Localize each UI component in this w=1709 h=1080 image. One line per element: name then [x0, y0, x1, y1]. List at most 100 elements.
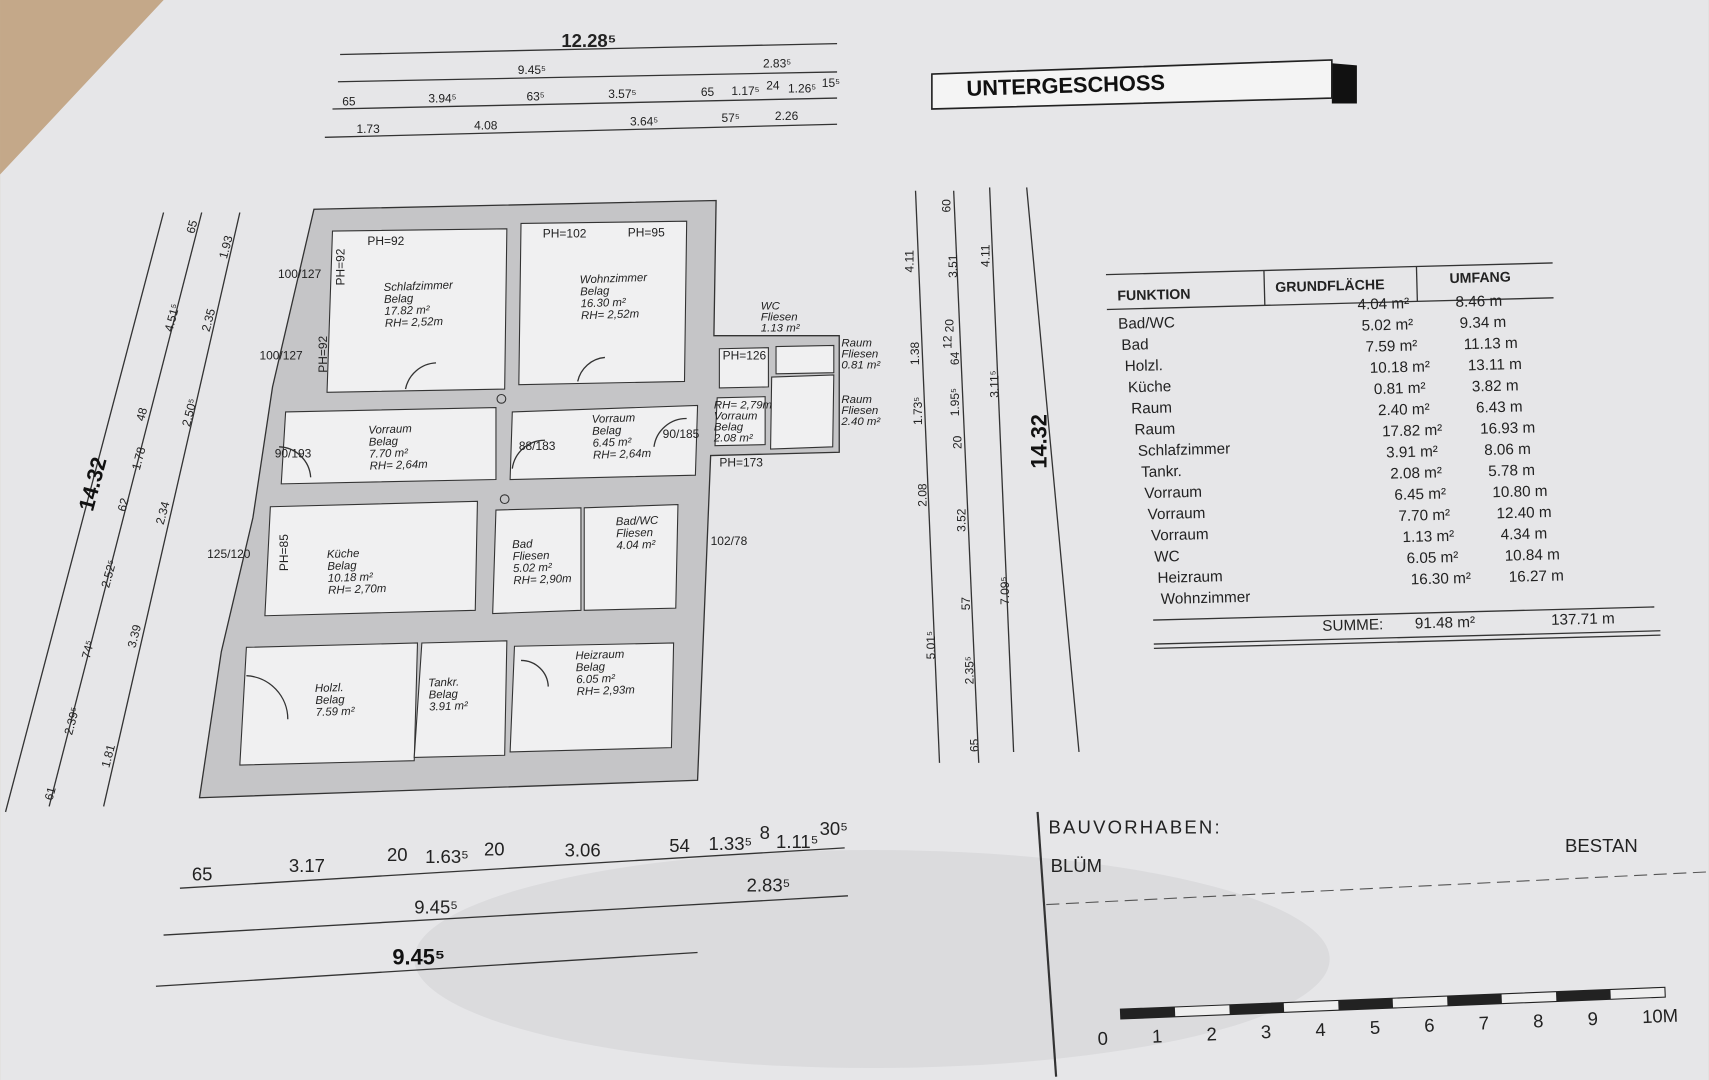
opening-label: 125/120: [207, 547, 251, 561]
room-name: Wohnzimmer: [580, 272, 649, 286]
status-label: BESTAN: [1565, 835, 1638, 856]
right-dimensions: 4.11 1.38 1.73⁵ 2.08 5.01⁵ 65 60 3.51 12…: [902, 187, 1080, 763]
dim: 65: [968, 738, 982, 752]
sheet-title: UNTERGESCHOSS: [966, 70, 1165, 101]
opening-label: PH=173: [719, 455, 763, 469]
dim: 3.11⁵: [987, 370, 1001, 397]
room-height: RH= 2,90m: [513, 573, 572, 587]
opening-label: 100/127: [259, 349, 303, 363]
dim: 1.81: [98, 743, 118, 769]
table-cell-perimeter: 10.80 m: [1492, 483, 1548, 501]
dim: 20: [943, 319, 957, 333]
dim: 65: [701, 85, 715, 99]
table-cell-perimeter: 12.40 m: [1496, 504, 1552, 522]
scale-label: 7: [1478, 1012, 1489, 1033]
dim-top-total: 12.28⁵: [561, 30, 616, 51]
table-cell-function: Vorraum: [1151, 526, 1209, 545]
opening-label: PH=95: [628, 225, 665, 239]
room-height: RH= 2,52m: [385, 316, 444, 330]
room-finish: Belag: [369, 436, 399, 449]
table-header: FUNKTION: [1117, 287, 1191, 305]
dim: 4.08: [474, 119, 498, 133]
opening-label: PH=92: [316, 335, 330, 372]
table-cell-function: Bad: [1121, 336, 1149, 354]
room-area: 5.02 m²: [513, 562, 553, 575]
table-cell-area: 1.13 m²: [1402, 528, 1454, 546]
dim: 2.26: [775, 109, 799, 123]
scale-label: 3: [1261, 1021, 1272, 1042]
dim: 3.17: [289, 855, 325, 876]
sheet-title-box: UNTERGESCHOSS: [931, 59, 1357, 110]
table-surface: [0, 0, 164, 175]
area-table: FUNKTION GRUNDFLÄCHE UMFANG Bad/WC4.04 m…: [1105, 262, 1661, 650]
dim: 4.11: [902, 250, 916, 273]
top-dimensions: 12.28⁵ 9.45⁵ 2.83⁵ 65 3.94⁵ 63⁵ 3.57⁵ 65…: [324, 30, 840, 138]
room-finish: Belag: [428, 689, 458, 702]
table-cell-area: 17.82 m²: [1382, 422, 1443, 441]
project-name: BLÜM: [1051, 855, 1102, 876]
dim: 74⁵: [79, 639, 97, 660]
table-cell-area: 7.59 m²: [1365, 337, 1417, 355]
opening-label: 90/193: [275, 447, 312, 461]
table-cell-function: Holzl.: [1125, 357, 1164, 375]
room-name: Vorraum: [368, 423, 412, 437]
scale-label: 2: [1206, 1023, 1217, 1044]
room-finish: Belag: [384, 293, 414, 306]
room-name: Bad/WC: [616, 515, 660, 529]
dim-bottom-total: 9.45⁵: [392, 944, 445, 969]
room-name: Raum: [841, 338, 872, 350]
dim: 8: [760, 822, 770, 843]
table-cell-perimeter: 6.43 m: [1476, 398, 1523, 416]
dim: 48: [133, 406, 150, 423]
dim: 1.11⁵: [776, 831, 818, 852]
dim: 2.35: [199, 307, 219, 333]
dim: 3.39: [125, 623, 145, 649]
sum-perimeter: 137.71 m: [1551, 610, 1615, 629]
room-area: 7.70 m²: [369, 447, 409, 460]
table-cell-perimeter: 4.34 m: [1500, 525, 1547, 543]
table-cell-area: 4.04 m²: [1357, 295, 1409, 313]
dim: 3.57⁵: [608, 87, 636, 101]
table-cell-perimeter: 13.11 m: [1468, 356, 1522, 374]
room-area: 10.18 m²: [328, 571, 375, 585]
dim: 61: [42, 785, 59, 802]
room-area: 16.30 m²: [580, 297, 627, 311]
dim: 2.35⁵: [962, 656, 976, 684]
table-cell-perimeter: 8.46 m: [1455, 293, 1502, 311]
dim: 3.52: [955, 508, 969, 532]
room-name: Tankr.: [428, 677, 459, 690]
room-name: WC: [761, 301, 781, 313]
dim: 1.33⁵: [708, 833, 752, 854]
dim: 57: [959, 597, 973, 611]
room-finish: Fliesen: [761, 311, 798, 323]
table-cell-area: 7.70 m²: [1398, 507, 1450, 525]
table-cell-perimeter: 16.93 m: [1480, 419, 1536, 437]
room-height: RH= 2,52m: [581, 308, 640, 322]
dim: 1.26⁵: [788, 82, 816, 96]
table-cell-function: Bad/WC: [1118, 314, 1175, 332]
room-finish: Fliesen: [512, 550, 549, 563]
dim: 1.63⁵: [425, 846, 469, 867]
dim: 63⁵: [526, 89, 544, 103]
room-finish: Fliesen: [841, 405, 878, 417]
opening-annotations: 100/127 100/127 90/193 125/120 102/78 88…: [207, 225, 766, 571]
opening-label: 88/183: [519, 439, 556, 453]
room-name: Küche: [327, 548, 360, 561]
table-cell-area: 6.45 m²: [1394, 485, 1446, 503]
room-area: 6.45 m²: [592, 436, 632, 449]
table-cell-function: WC: [1154, 548, 1180, 566]
opening-label: 100/127: [278, 267, 322, 281]
opening-label: 90/185: [663, 427, 700, 441]
room-name: Schlafzimmer: [383, 280, 454, 294]
dim: 60: [939, 199, 953, 213]
table-cell-perimeter: 9.34 m: [1459, 314, 1506, 332]
scale-label: 6: [1424, 1014, 1435, 1035]
